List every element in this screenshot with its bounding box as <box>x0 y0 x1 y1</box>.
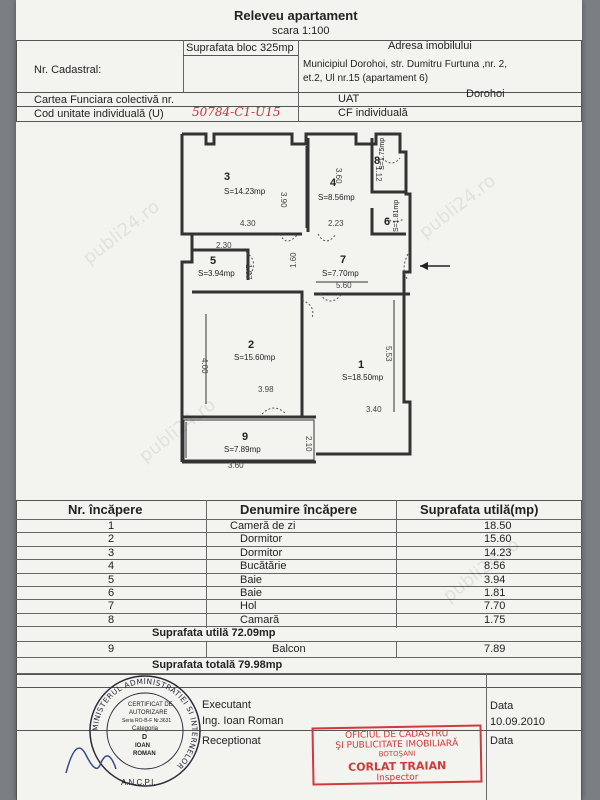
room-area: S=8.56mp <box>318 193 355 202</box>
dim-label: 3.90 <box>279 192 288 208</box>
executant-name: Ing. Ioan Roman <box>202 715 284 727</box>
row-name: Dormitor <box>240 546 283 559</box>
uat-value: Dorohoi <box>466 88 505 100</box>
col-header: Suprafata utilă(mp) <box>420 502 539 517</box>
room-area: S=3.94mp <box>198 269 235 278</box>
room-number: 7 <box>340 254 346 266</box>
dim-label: 5.60 <box>336 281 352 290</box>
dim-label: 1.60 <box>289 252 298 268</box>
row-nr: 5 <box>108 573 115 586</box>
row-area: 18.50 <box>484 520 512 532</box>
row-area: 7.70 <box>484 600 506 613</box>
scale-label: scara 1:100 <box>272 25 330 37</box>
carte-funciara-label: Cartea Funciara colectivă nr. <box>34 94 175 106</box>
row-area: 1.81 <box>484 587 506 599</box>
table-row: 4 Bucătărie 8.56 <box>16 560 582 574</box>
room-number: 4 <box>330 177 337 189</box>
adresa-label: Adresa imobilului <box>388 40 472 52</box>
table-row: 3 Dormitor 14.23 <box>16 546 582 561</box>
totala-row: Suprafata totală 79.98mp <box>16 658 582 674</box>
room-area: S=7.70mp <box>322 269 359 278</box>
dim-label: 4.00 <box>200 358 209 374</box>
row-name: Cameră de zi <box>230 520 296 532</box>
dim-label: 3.60 <box>228 461 244 470</box>
room-area: S=14.23mp <box>224 187 266 196</box>
room-number: 2 <box>248 339 254 351</box>
row-nr: 7 <box>108 600 115 613</box>
uat-label: UAT <box>338 93 360 105</box>
table-row: 7 Hol 7.70 <box>16 600 582 614</box>
table-row: 8 Camară 1.75 <box>16 613 582 628</box>
room-area: S=1.81mp <box>393 200 400 232</box>
dim-label: 3.40 <box>366 405 382 414</box>
cadastre-office-stamp: OFICIUL DE CADASTRU ŞI PUBLICITATE IMOBI… <box>311 724 483 786</box>
room-number: 9 <box>242 431 248 443</box>
data-label-2: Data <box>490 735 514 747</box>
dim-label: 4.30 <box>240 219 256 228</box>
cod-unitate-handwritten: 50784-C1-U15 <box>192 105 281 119</box>
adresa-line2: et.2, Ul nr.15 (apartament 6) <box>303 73 429 84</box>
row-area: 1.75 <box>484 613 506 626</box>
header-box <box>16 40 582 122</box>
room-area: S=7.89mp <box>224 445 261 454</box>
dim-label: 1.12 <box>374 166 383 182</box>
dim-label: 3.60 <box>334 168 343 184</box>
room-number: 5 <box>210 255 216 267</box>
utila-total-row: Suprafata utilă 72.09mp <box>16 626 582 642</box>
suprafata-bloc: Suprafata bloc 325mp <box>186 42 294 54</box>
room-number: 8 <box>374 155 380 167</box>
rooms-table <box>16 500 582 688</box>
adresa-line1: Municipiul Dorohoi, str. Dumitru Furtuna… <box>303 59 507 70</box>
nr-cadastral-label: Nr. Cadastral: <box>34 64 102 76</box>
dim-label: 2.30 <box>216 241 232 250</box>
row-name: Camară <box>240 613 280 626</box>
dim-label: 1.87 <box>244 264 253 280</box>
room-number: 1 <box>358 359 364 371</box>
room-number: 3 <box>224 171 230 183</box>
col-header: Denumire încăpere <box>240 502 358 517</box>
dim-label: 2.10 <box>304 436 313 452</box>
room-area: S=1.75mp <box>379 138 386 170</box>
room-area: S=15.60mp <box>234 353 276 362</box>
footer-box <box>16 674 582 800</box>
row-area: 8.56 <box>484 560 506 573</box>
row-area: 3.94 <box>484 573 506 586</box>
data-value: 10.09.2010 <box>490 716 546 728</box>
document-sheet: Releveu apartament scara 1:100 Suprafata… <box>16 0 582 800</box>
row-name: Bucătărie <box>240 560 287 573</box>
dim-label: 3.98 <box>258 385 274 394</box>
data-label: Data <box>490 700 514 712</box>
executant-label: Executant <box>202 699 251 711</box>
row-nr: 1 <box>108 520 115 532</box>
table-row: 5 Baie 3.94 <box>16 574 582 587</box>
row-name: Hol <box>240 600 257 613</box>
row-area: 14.23 <box>484 546 512 559</box>
table-row: 9 Balcon 7.89 <box>16 642 582 658</box>
table-row: 1 Cameră de zi 18.50 <box>16 520 582 534</box>
row-nr: 2 <box>108 533 115 546</box>
room-area: S=18.50mp <box>342 373 384 382</box>
row-nr: 4 <box>108 560 115 573</box>
table-row: 2 Dormitor 15.60 <box>16 533 582 547</box>
table-header-row: Nr. încăpere Denumire încăpere Suprafata… <box>16 500 582 520</box>
row-nr: 8 <box>108 613 115 626</box>
row-name: Baie <box>240 587 263 599</box>
cod-unitate-label: Cod unitate individuală (U) <box>34 108 164 120</box>
dim-label: 5.53 <box>384 346 393 362</box>
row-nr: 6 <box>108 587 115 599</box>
col-header: Nr. încăpere <box>68 502 143 517</box>
row-area: 15.60 <box>484 533 512 546</box>
receptionat-label: Receptionat <box>202 735 261 747</box>
row-name: Dormitor <box>240 533 283 546</box>
cf-label: CF individuală <box>338 107 408 119</box>
signature <box>65 747 117 774</box>
room-number: 6 <box>384 216 390 228</box>
row-name: Baie <box>240 573 263 586</box>
floor-plan: 4.30 3.90 2.23 3.60 1.60 5.60 4.00 3.98 … <box>180 132 450 470</box>
table-row: 6 Baie 1.81 <box>16 587 582 601</box>
row-nr: 3 <box>108 546 115 559</box>
dim-label: 2.23 <box>328 219 344 228</box>
doc-title: Releveu apartament <box>234 8 358 23</box>
